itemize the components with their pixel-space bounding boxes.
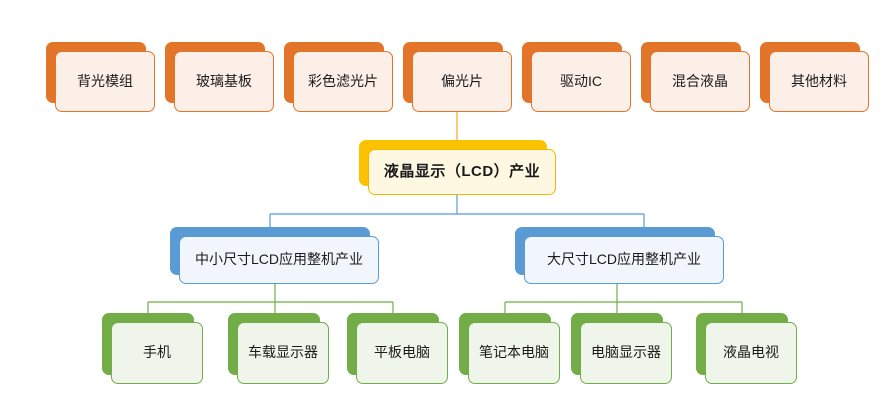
lcd-industry-node[interactable]: 液晶显示（LCD）产业 (359, 140, 556, 195)
node-label: 玻璃基板 (174, 51, 274, 112)
product-node-automotive-display[interactable]: 车载显示器 (228, 313, 329, 384)
product-node-computer-monitor[interactable]: 电脑显示器 (571, 313, 672, 384)
product-node-tablet[interactable]: 平板电脑 (347, 313, 448, 384)
node-label: 偏光片 (412, 51, 512, 112)
node-label: 驱动IC (531, 51, 631, 112)
node-label: 其他材料 (769, 51, 869, 112)
segment-node-small-medium-lcd[interactable]: 中小尺寸LCD应用整机产业 (170, 227, 379, 284)
product-node-mobile-phone[interactable]: 手机 (102, 313, 203, 384)
node-label: 液晶显示（LCD）产业 (368, 149, 556, 195)
node-label: 混合液晶 (650, 51, 750, 112)
node-label: 液晶电视 (705, 322, 797, 384)
material-node-other-materials[interactable]: 其他材料 (760, 42, 869, 112)
node-label: 电脑显示器 (580, 322, 672, 384)
node-label: 中小尺寸LCD应用整机产业 (179, 236, 379, 284)
material-node-polarizer[interactable]: 偏光片 (403, 42, 512, 112)
node-label: 大尺寸LCD应用整机产业 (524, 236, 724, 284)
material-node-backlight[interactable]: 背光模组 (46, 42, 155, 112)
material-node-liquid-crystal[interactable]: 混合液晶 (641, 42, 750, 112)
node-label: 平板电脑 (356, 322, 448, 384)
node-label: 彩色滤光片 (293, 51, 393, 112)
product-node-laptop[interactable]: 笔记本电脑 (459, 313, 560, 384)
node-label: 车载显示器 (237, 322, 329, 384)
product-node-lcd-tv[interactable]: 液晶电视 (696, 313, 797, 384)
segment-node-large-lcd[interactable]: 大尺寸LCD应用整机产业 (515, 227, 724, 284)
node-label: 背光模组 (55, 51, 155, 112)
node-label: 笔记本电脑 (468, 322, 560, 384)
material-node-color-filter[interactable]: 彩色滤光片 (284, 42, 393, 112)
material-node-glass-substrate[interactable]: 玻璃基板 (165, 42, 274, 112)
material-node-driver-ic[interactable]: 驱动IC (522, 42, 631, 112)
node-label: 手机 (111, 322, 203, 384)
